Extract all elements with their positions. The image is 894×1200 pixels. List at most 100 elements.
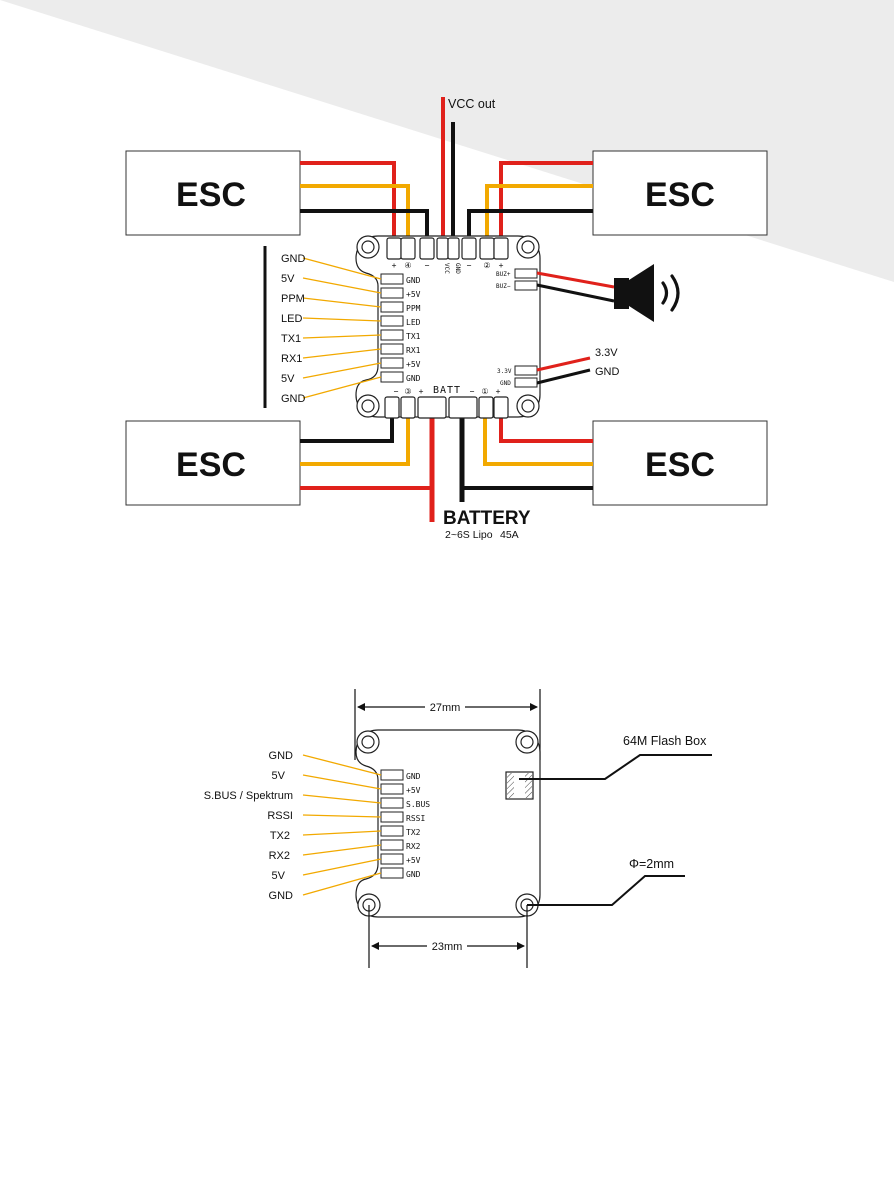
signal-label: RX2 — [269, 850, 290, 862]
bottom-left-pin-names: GND +5V S.BUS RSSI TX2 RX2 +5V GND — [406, 772, 430, 879]
signal-label: TX1 — [281, 333, 301, 345]
signal-label: TX2 — [270, 830, 290, 842]
signal-label: GND — [269, 750, 294, 762]
dim-23mm-label: 23mm — [432, 941, 463, 953]
pin-label: ④ — [404, 261, 411, 270]
signal-label: S.BUS / Spektrum — [204, 790, 293, 802]
hole-leader-line — [527, 875, 685, 906]
signal-label: RX1 — [281, 353, 302, 365]
arrow-head — [517, 942, 525, 950]
buzzer-red-wire — [536, 271, 615, 289]
pin-label: GND — [406, 772, 421, 781]
pin-label: GND — [454, 263, 461, 274]
batt-label: BATT — [433, 385, 461, 396]
pin-label: +5V — [406, 856, 421, 865]
flash-box-label: 64M Flash Box — [623, 734, 707, 748]
esc-bottom-left: ESC — [125, 420, 301, 506]
signal-label: RSSI — [267, 810, 293, 822]
pin-label: TX2 — [406, 828, 421, 837]
esc-top-right-wires — [467, 161, 593, 238]
bottom-left-leader-lines — [302, 754, 382, 896]
signal-label: GND — [269, 890, 294, 902]
pin-label: − — [394, 387, 399, 396]
esc-bottom-left-wires — [300, 418, 434, 490]
signal-label: GND — [281, 393, 306, 405]
pin-label: ③ — [404, 387, 411, 396]
left-pin-pads — [380, 273, 404, 383]
board-outline-bottom — [355, 729, 541, 918]
left-leader-lines — [302, 257, 382, 399]
pin-label: − — [467, 261, 472, 270]
pin-label: − — [425, 261, 430, 270]
bottom-header-pin-labels: − ③ + BATT − ① + — [394, 385, 501, 396]
signal-label: PPM — [281, 293, 305, 305]
pin-label: + — [496, 387, 501, 396]
pin-3v3-label: 3.3V — [497, 368, 512, 375]
pin-label: +5V — [406, 786, 421, 795]
arrow-head — [357, 703, 365, 711]
esc-bottom-right-wires — [460, 418, 593, 490]
esc-label: ESC — [645, 176, 715, 214]
speaker-icon — [614, 264, 680, 322]
esc-top-right: ESC — [592, 150, 768, 236]
signal-label: 5V — [281, 373, 295, 385]
pin-label: +5V — [406, 290, 421, 299]
buzzer-minus-label: BUZ− — [496, 283, 511, 290]
pin-label: RX1 — [406, 346, 421, 355]
esc-label: ESC — [176, 176, 246, 214]
dim-27mm-label: 27mm — [430, 702, 461, 714]
battery-title: BATTERY — [443, 508, 531, 529]
esc-bottom-right: ESC — [592, 420, 768, 506]
arrow-head — [371, 942, 379, 950]
flash-leader-line — [519, 754, 712, 780]
pin-label: − — [470, 387, 475, 396]
flash-box — [505, 771, 534, 800]
pin-label: + — [392, 261, 397, 270]
esc-label: ESC — [176, 446, 246, 484]
vcc-out-label: VCC out — [448, 97, 496, 111]
esc-top-left-wires — [300, 161, 429, 238]
bottom-left-signal-labels: GND 5V S.BUS / Spektrum RSSI TX2 RX2 5V … — [204, 750, 293, 902]
mounting-holes — [356, 235, 540, 418]
pin-label: TX1 — [406, 332, 421, 341]
aux-3v3-label: 3.3V — [595, 347, 618, 359]
buzzer-black-wire — [536, 283, 615, 303]
pin-label: PPM — [406, 304, 421, 313]
top-header-pin-labels: + ④ − VCC GND − ② + — [392, 261, 504, 274]
top-flight-controller-diagram: VCC out ESC ESC ESC ESC — [125, 97, 768, 541]
top-header-pads — [386, 237, 509, 260]
pin-label: RX2 — [406, 842, 421, 851]
pin-label: VCC — [443, 263, 450, 274]
arrow-head — [530, 703, 538, 711]
pin-gnd-label: GND — [500, 380, 511, 387]
pin-label: S.BUS — [406, 800, 430, 809]
aux-gnd-label: GND — [595, 366, 620, 378]
pin-label: + — [419, 387, 424, 396]
signal-label: GND — [281, 253, 306, 265]
bottom-header-pads — [384, 396, 509, 419]
pin-label: GND — [406, 374, 421, 383]
esc-top-left: ESC — [125, 150, 301, 236]
esc-label: ESC — [645, 446, 715, 484]
pin-label: +5V — [406, 360, 421, 369]
signal-label: 5V — [272, 770, 286, 782]
signal-label: 5V — [272, 870, 286, 882]
pin-label: RSSI — [406, 814, 425, 823]
signal-label: LED — [281, 313, 302, 325]
battery-current: 45A — [500, 529, 519, 541]
bottom-dimension-diagram: 27mm GND +5V S.BUS RSSI TX2 RX2 — [204, 689, 712, 968]
left-signal-labels: GND 5V PPM LED TX1 RX1 5V GND — [281, 253, 306, 405]
pin-label: + — [499, 261, 504, 270]
signal-label: 5V — [281, 273, 295, 285]
pin-label: GND — [406, 276, 421, 285]
hole-diameter-label: Φ=2mm — [629, 857, 674, 871]
aux-3v3-red-wire — [536, 356, 591, 372]
battery-spec: 2~6S Lipo — [445, 529, 493, 541]
left-pin-names: GND +5V PPM LED TX1 RX1 +5V GND — [406, 276, 421, 383]
pin-label: LED — [406, 318, 421, 327]
aux-gnd-black-wire — [536, 368, 591, 385]
buzzer-plus-label: BUZ+ — [496, 271, 511, 278]
pin-label: ① — [481, 387, 488, 396]
pin-label: ② — [483, 261, 490, 270]
